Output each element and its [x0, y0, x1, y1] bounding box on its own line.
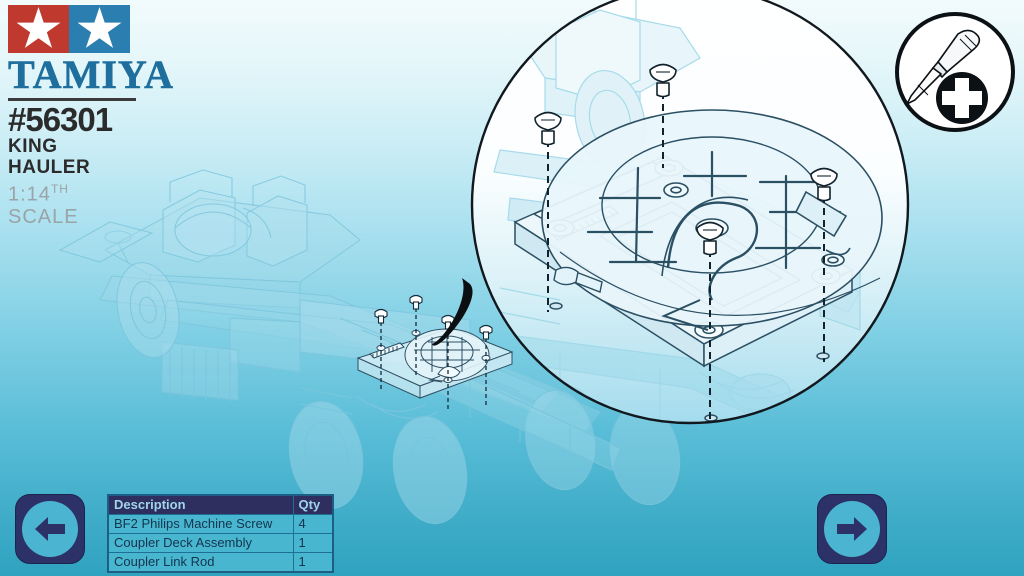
table-header-row: Description Qty	[107, 494, 334, 515]
part-description: Coupler Link Rod	[107, 552, 294, 573]
arrow-left-icon	[35, 517, 65, 541]
phillips-screw-head-icon	[936, 72, 988, 124]
part-qty: 1	[292, 533, 334, 553]
kit-scale-prefix: 1:14	[8, 183, 51, 206]
table-row: Coupler Deck Assembly 1	[107, 533, 334, 553]
prev-disc	[22, 501, 78, 557]
magnifier-lens-ring	[470, 0, 910, 425]
part-qty: 4	[292, 514, 334, 534]
next-step-button[interactable]	[817, 494, 887, 564]
tool-callout	[895, 12, 1015, 132]
previous-step-button[interactable]	[15, 494, 85, 564]
kit-scale: 1:14TH SCALE	[8, 178, 144, 228]
brand-block: TAMIYA #56301 KING HAULER 1:14TH SCALE	[8, 5, 175, 228]
magnifier-leader	[432, 278, 473, 346]
star-icon-blue	[69, 5, 130, 53]
table-row: BF2 Philips Machine Screw 4	[107, 514, 334, 534]
next-disc	[824, 501, 880, 557]
magnified-contents	[472, 0, 901, 423]
part-description: BF2 Philips Machine Screw	[107, 514, 294, 534]
kit-scale-suffix: SCALE	[8, 205, 79, 228]
parts-table: Description Qty BF2 Philips Machine Scre…	[107, 494, 334, 573]
fifth-wheel-plate	[541, 109, 883, 331]
phillips-screwdriver-icon	[905, 29, 981, 106]
kit-scale-superscript: TH	[50, 182, 69, 196]
screw-icon	[534, 63, 838, 256]
coupler-link-rod	[553, 266, 603, 293]
divider	[8, 98, 136, 101]
star-icon-red	[8, 5, 69, 53]
tamiya-twin-star-logo	[8, 5, 130, 53]
column-header-description: Description	[107, 494, 294, 515]
column-header-qty: Qty	[292, 494, 334, 515]
screw-guides-magnified	[534, 63, 838, 423]
part-qty: 1	[292, 552, 334, 573]
arrow-right-icon	[837, 517, 867, 541]
kit-name: KING HAULER	[8, 136, 91, 178]
part-description: Coupler Deck Assembly	[107, 533, 294, 553]
kit-number: #56301	[8, 101, 113, 138]
coupler-deck-small	[356, 327, 514, 399]
table-row: Coupler Link Rod 1	[107, 552, 334, 573]
tamiya-wordmark: TAMIYA	[8, 52, 175, 97]
